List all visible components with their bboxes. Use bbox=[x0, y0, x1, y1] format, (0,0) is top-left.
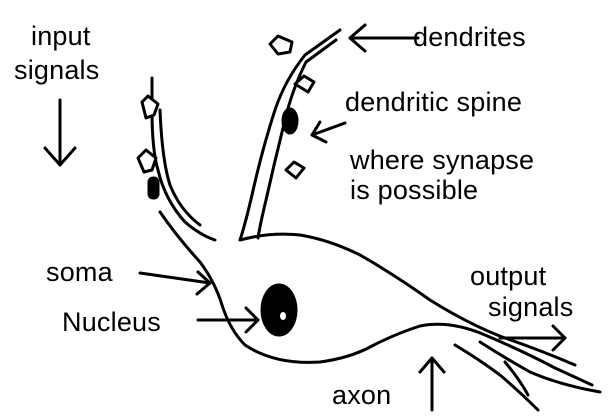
soma-label: soma bbox=[46, 258, 113, 286]
output-signals-label-line1: output bbox=[470, 262, 546, 290]
input-signals-label-line1: input bbox=[31, 22, 91, 50]
right-dendrite-outer bbox=[240, 30, 340, 240]
left-dendrite-inner bbox=[160, 110, 200, 225]
output-signals-label-line2: signals bbox=[488, 293, 573, 321]
synapse-label-line2: is possible bbox=[350, 176, 478, 204]
spine-right-1 bbox=[270, 36, 292, 54]
nucleus-shape bbox=[262, 285, 296, 335]
spine-left-3 bbox=[149, 178, 158, 198]
synapse-label-line1: where synapse bbox=[350, 146, 534, 174]
spine-right-3 bbox=[286, 162, 304, 178]
axon-label: axon bbox=[332, 381, 391, 409]
spine-left-1 bbox=[142, 96, 158, 118]
nucleus-label: Nucleus bbox=[62, 308, 161, 336]
input-signals-label-line2: signals bbox=[14, 56, 99, 84]
right-dendrite-inner bbox=[258, 40, 336, 238]
spine-right-dark bbox=[283, 109, 297, 133]
dendritic-spine-label: dendritic spine bbox=[345, 88, 522, 116]
dendrites-label: dendrites bbox=[413, 23, 526, 51]
nucleus-highlight bbox=[280, 312, 286, 320]
